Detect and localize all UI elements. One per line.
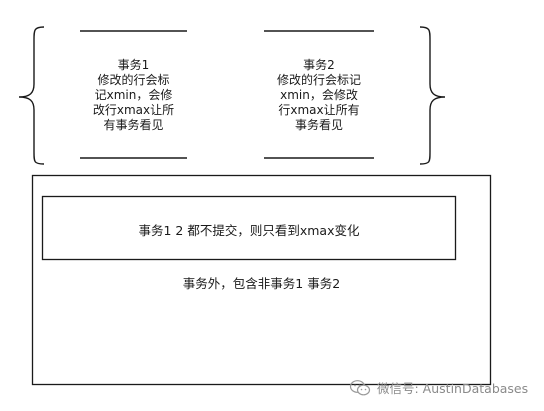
txn1-label: 事务1 修改的行会标 记xmin，会修 改行xmax让所 有事务看见 xyxy=(92,58,175,132)
watermark-text: 微信号: AustinDatabases xyxy=(377,381,529,396)
inner-box-label: 事务1 2 都不提交，则只看到xmax变化 xyxy=(138,223,360,238)
wechat-icon xyxy=(349,379,371,395)
right-brace xyxy=(419,26,446,165)
inner-box xyxy=(41,195,457,261)
left-brace xyxy=(18,26,45,165)
watermark: 微信号: AustinDatabases xyxy=(349,378,528,397)
txn2-label: 事务2 修改的行会标记 xmin，会修改 行xmax让所有 事务看见 xyxy=(276,58,361,132)
outer-box xyxy=(31,174,492,386)
outer-box-label: 事务外，包含非事务1 事务2 xyxy=(182,276,341,291)
